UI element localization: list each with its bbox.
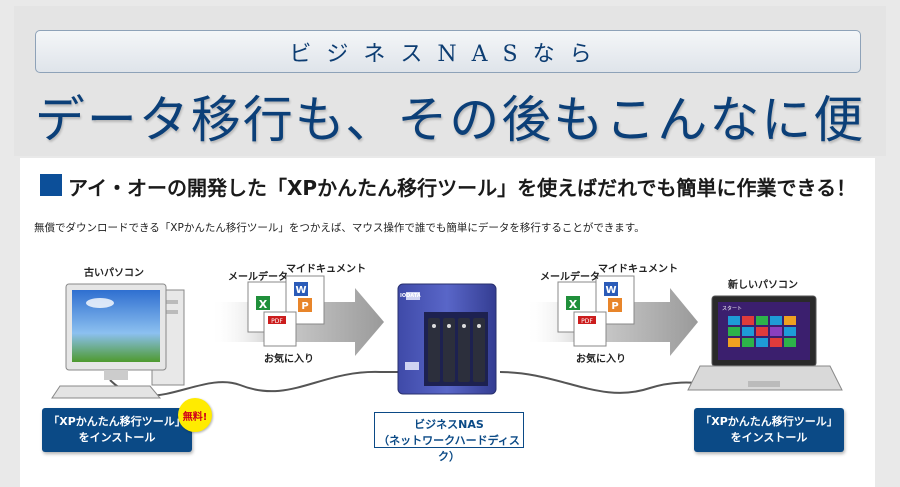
start-screen-text: スタート — [722, 306, 743, 312]
free-badge: 無料! — [178, 398, 212, 432]
svg-text:PDF: PDF — [581, 318, 593, 325]
old-pc-icon — [51, 283, 185, 399]
mail-data-label-right: メールデータ — [540, 272, 600, 283]
svg-text:X: X — [259, 298, 268, 311]
business-nas-label-box: ビジネスNAS （ネットワークハードディスク） — [374, 412, 524, 463]
nas-line1: ビジネスNAS — [414, 418, 484, 431]
new-pc-install-box: 「XPかんたん移行ツール」 をインストール — [694, 408, 844, 452]
svg-text:X: X — [569, 298, 578, 311]
nas-brand: IODATA — [400, 293, 421, 299]
documents-label-left: マイドキュメント — [286, 264, 366, 275]
new-pc-label: 新しいパソコン — [728, 280, 798, 291]
svg-text:W: W — [295, 285, 306, 296]
new-pc-install-line2: をインストール — [730, 431, 808, 444]
new-pc-install-line1: 「XPかんたん移行ツール」 — [700, 415, 838, 428]
mail-data-label-left: メールデータ — [228, 272, 288, 283]
heading-square-icon — [40, 174, 62, 196]
favorites-label-left: お気に入り — [264, 354, 314, 365]
tagline-box: ビジネスNASなら — [35, 30, 861, 73]
old-pc-install-line2: をインストール — [78, 431, 156, 444]
nas-device-icon — [397, 283, 497, 395]
old-pc-label: 古いパソコン — [84, 268, 144, 279]
new-laptop-icon — [687, 295, 843, 391]
svg-text:P: P — [301, 301, 308, 312]
description: 無償でダウンロードできる「XPかんたん移行ツール」をつかえば、マウス操作で誰でも… — [34, 222, 645, 234]
documents-icon-left: X W P PDF — [247, 275, 325, 347]
old-pc-install-box: 「XPかんたん移行ツール」 をインストール — [42, 408, 192, 452]
svg-text:PDF: PDF — [271, 318, 283, 325]
nas-line2: （ネットワークハードディスク） — [378, 434, 520, 463]
favorites-label-right: お気に入り — [576, 354, 626, 365]
svg-text:P: P — [611, 301, 618, 312]
old-pc-install-line1: 「XPかんたん移行ツール」 — [48, 415, 186, 428]
sub-heading: アイ・オーの開発した「XPかんたん移行ツール」を使えばだれでも簡単に作業できる！ — [68, 176, 857, 200]
svg-text:W: W — [605, 285, 616, 296]
documents-label-right: マイドキュメント — [598, 264, 678, 275]
tagline: ビジネスNASなら — [289, 41, 607, 67]
documents-icon-right: X W P PDF — [557, 275, 635, 347]
